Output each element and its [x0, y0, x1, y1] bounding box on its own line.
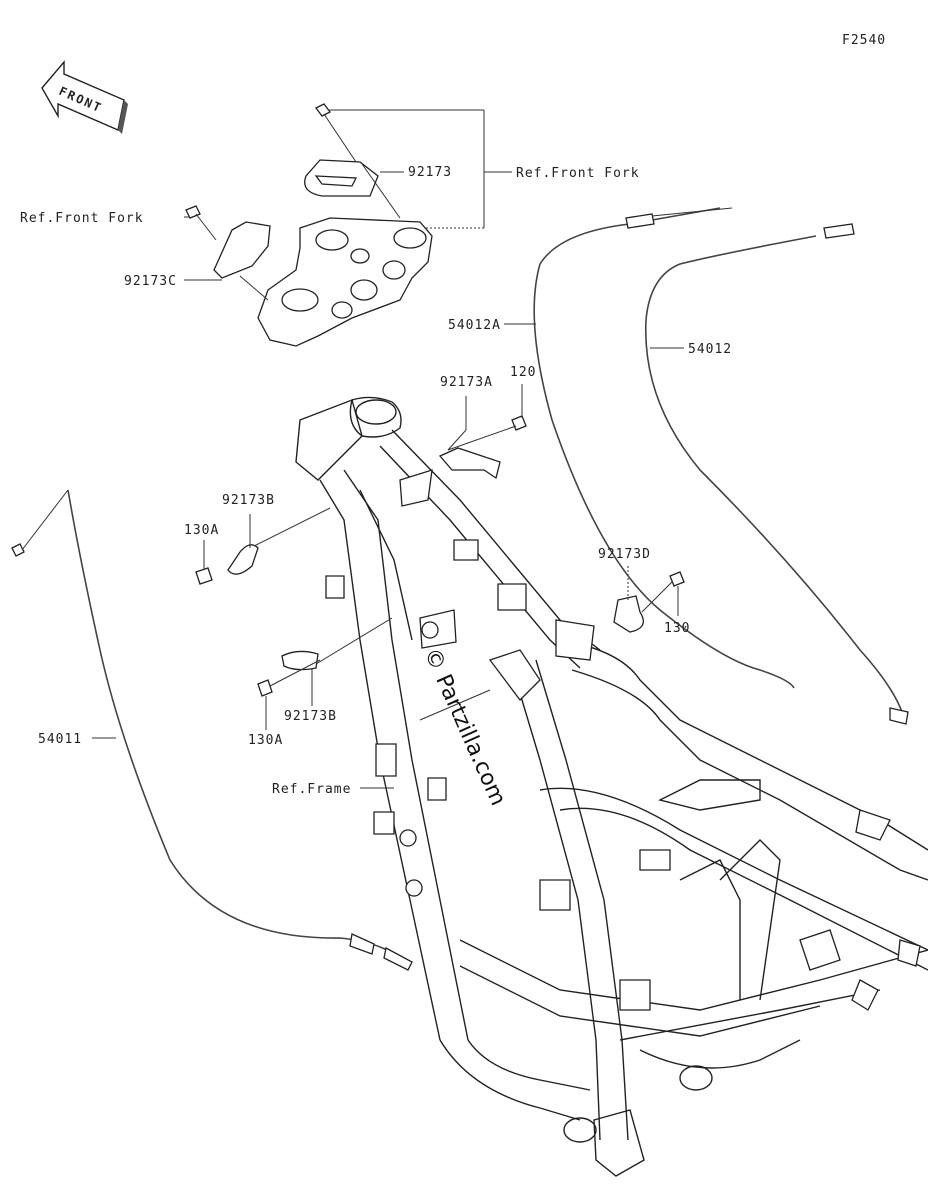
- motorcycle-frame: [295, 396, 928, 1177]
- clip-92173b-upper: [227, 544, 259, 575]
- label-92173c: 92173C: [124, 274, 177, 289]
- label-54011: 54011: [38, 732, 82, 747]
- label-92173d: 92173D: [598, 547, 651, 562]
- cable-54012: [644, 223, 909, 725]
- label-92173a: 92173A: [440, 375, 493, 390]
- bolt-130a-lower: [257, 679, 273, 697]
- label-ref-front-fork-left: Ref.Front Fork: [20, 211, 144, 226]
- label-54012a: 54012A: [448, 318, 501, 333]
- label-54012: 54012: [688, 342, 732, 357]
- label-92173b-lower: 92173B: [284, 709, 337, 724]
- bolt-120: [511, 415, 527, 431]
- cable-54011: [11, 489, 413, 971]
- label-120: 120: [510, 365, 536, 380]
- label-92173: 92173: [408, 165, 452, 180]
- front-arrow-icon: FRONT: [41, 60, 128, 134]
- label-ref-frame: Ref.Frame: [272, 782, 351, 797]
- label-130a-lower: 130A: [248, 733, 283, 748]
- label-ref-front-fork-right: Ref.Front Fork: [516, 166, 640, 181]
- label-92173b-upper: 92173B: [222, 493, 275, 508]
- bolt-130a-upper: [195, 567, 213, 585]
- clip-92173b-lower: [281, 650, 319, 671]
- cable-54012a: [533, 207, 795, 689]
- label-130: 130: [664, 621, 690, 636]
- clip-92173d: [613, 595, 644, 633]
- label-130a-upper: 130A: [184, 523, 219, 538]
- bolt-130: [669, 571, 685, 587]
- diagram-code: F2540: [842, 33, 886, 48]
- steering-clamp-assembly: [185, 103, 433, 347]
- clip-92173a: [438, 447, 501, 480]
